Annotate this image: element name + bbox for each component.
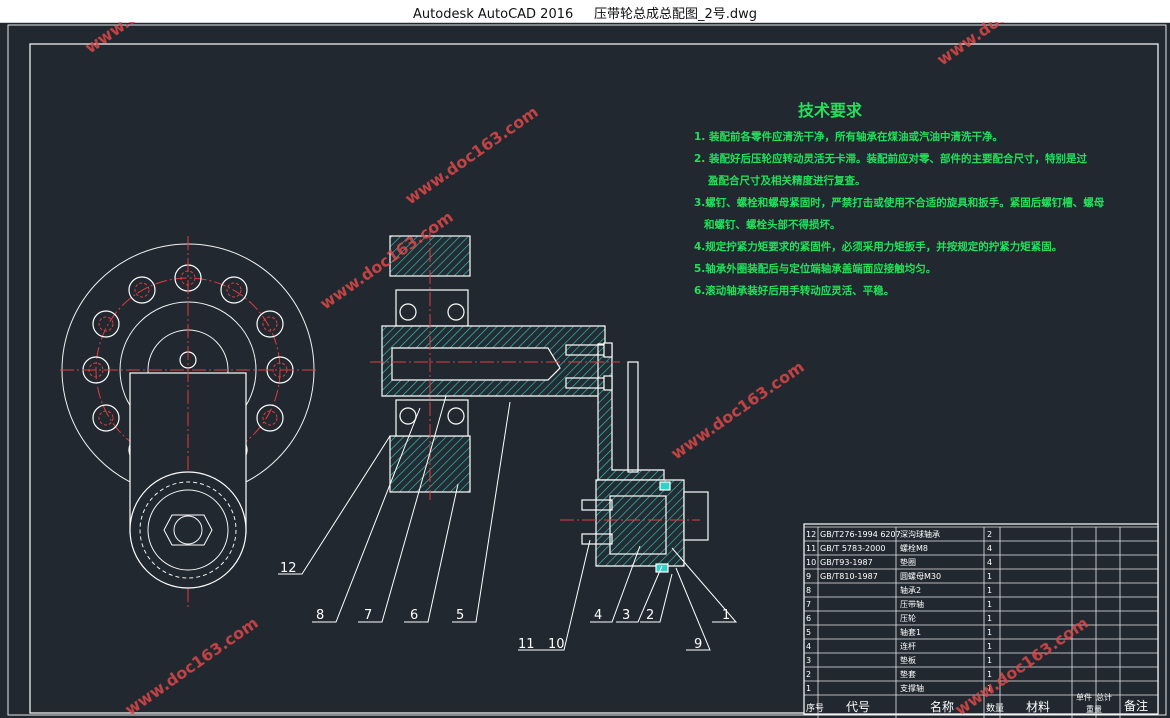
bom-header-total: 总计: [1096, 692, 1112, 702]
balloon-1: 1: [722, 608, 730, 623]
tech-title: 技术要求: [798, 101, 863, 120]
tech-line: 和螺钉、螺栓头部不得损坏。: [703, 218, 841, 231]
bom-cell-code: GB/T93-1987: [820, 558, 873, 567]
tech-line: 盈配合尺寸及相关精度进行复查。: [707, 174, 866, 187]
bom-cell-name: 圆螺母M30: [900, 571, 941, 581]
bom-cell-no: 5: [806, 628, 811, 637]
bom-cell-name: 深沟球轴承: [900, 529, 940, 539]
bom-cell-code: GB/T 5783-2000: [820, 544, 885, 553]
bom-cell-no: 4: [806, 642, 811, 651]
bom-cell-qty: 4: [987, 558, 992, 567]
balloon-11: 11: [518, 637, 535, 652]
balloon-7: 7: [364, 608, 372, 623]
bom-cell-name: 支撑轴: [900, 683, 924, 693]
balloon-4: 4: [594, 608, 602, 623]
bom-cell-name: 连杆: [900, 641, 916, 651]
bom-header-no: 序号: [806, 702, 824, 714]
watermark: www.doc163.com: [401, 102, 541, 208]
bom-header-remark: 备注: [1124, 698, 1148, 713]
bom-cell-name: 垫圈: [900, 557, 916, 567]
inner-frame: [29, 43, 1159, 714]
watermark: www.doc163.com: [81, 22, 221, 57]
bom-cell-no: 11: [806, 544, 816, 553]
bom-cell-no: 9: [806, 572, 811, 581]
watermark: www.doc163.com: [121, 613, 261, 718]
bom-header-unit: 单件: [1076, 692, 1092, 702]
bom-cell-code: GB/T276-1994 6207: [820, 530, 901, 539]
balloon-9: 9: [694, 637, 702, 652]
balloon-2: 2: [646, 608, 654, 623]
tech-line: 3.螺钉、螺栓和螺母紧固时，严禁打击或使用不合适的旋具和扳手。紧固后螺钉槽、螺母: [694, 196, 1105, 209]
bom-cell-name: 压轮: [900, 613, 916, 623]
tech-line: 6.滚动轴承装好后用手转动应灵活、平稳。: [694, 284, 894, 297]
bom-header-name: 名称: [930, 699, 954, 714]
bom-cell-no: 10: [806, 558, 816, 567]
bom-cell-no: 1: [806, 684, 811, 693]
outer-frame: [7, 24, 1167, 716]
balloon-5: 5: [456, 608, 464, 623]
bom-cell-no: 6: [806, 614, 811, 623]
bom-cell-name: 垫套: [900, 669, 916, 679]
watermark: www.doc163.com: [667, 357, 807, 463]
bom-header-weight: 重量: [1086, 704, 1102, 714]
leader-lines: [278, 395, 738, 651]
bom-cell-qty: 1: [987, 600, 992, 609]
tech-line: 2. 装配好后压轮应转动灵活无卡滞。装配前应对零、部件的主要配合尺寸，特别是过: [694, 152, 1087, 165]
part-balloons: 12 8 7 6 5 4 3 2 1 11 10 9: [280, 561, 730, 652]
balloon-10: 10: [548, 637, 565, 652]
bom-cell-no: 2: [806, 670, 811, 679]
bom-cell-qty: 1: [987, 572, 992, 581]
tech-line: 5.轴承外圈装配后与定位端轴承盖端面应接触均匀。: [694, 262, 936, 275]
bom-cell-qty: 1: [987, 642, 992, 651]
bom-header-material: 材料: [1026, 700, 1050, 714]
tech-line: 4.规定拧紧力矩要求的紧固件，必须采用力矩扳手，并按规定的拧紧力矩紧固。: [694, 240, 1062, 253]
tech-line: 1. 装配前各零件应清洗干净，所有轴承在煤油或汽油中清洗干净。: [694, 130, 1003, 143]
bom-cell-qty: 4: [987, 544, 992, 553]
watermark: www.doc163.com: [933, 22, 1073, 69]
window-title: Autodesk AutoCAD 2016 压带轮总成总配图_2号.dwg: [413, 7, 757, 22]
balloon-3: 3: [622, 608, 630, 623]
bom-cell-name: 垫板: [900, 655, 916, 665]
balloon-6: 6: [410, 608, 418, 623]
bom-cell-no: 3: [806, 656, 811, 665]
bom-cell-qty: 1: [987, 670, 992, 679]
section-view: [370, 226, 709, 573]
bom-header-code: 代号: [846, 700, 870, 714]
bom-cell-name: 轴承2: [900, 585, 921, 595]
bom-cell-qty: 2: [987, 530, 992, 539]
bom-cell-qty: 1: [987, 684, 992, 693]
bom-cell-qty: 1: [987, 614, 992, 623]
technical-requirements: 技术要求 1. 装配前各零件应清洗干净，所有轴承在煤油或汽油中清洗干净。 2. …: [694, 101, 1105, 297]
drawing-canvas[interactable]: 12 8 7 6 5 4 3 2 1 11 10 9 技术要求 1. 装配前各零…: [0, 22, 1170, 718]
bom-header-qty: 数量: [986, 702, 1004, 714]
bom-cell-no: 8: [806, 586, 811, 595]
bom-cell-qty: 1: [987, 628, 992, 637]
side-view: [60, 236, 316, 610]
bom-cell-name: 螺栓M8: [900, 543, 928, 553]
bom-cell-name: 轴套1: [900, 627, 921, 637]
bom-cell-code: GB/T810-1987: [820, 572, 878, 581]
balloon-8: 8: [316, 608, 324, 623]
bom-cell-qty: 1: [987, 586, 992, 595]
bom-cell-qty: 1: [987, 656, 992, 665]
title-bar: Autodesk AutoCAD 2016 压带轮总成总配图_2号.dwg: [0, 0, 1170, 23]
balloon-12: 12: [280, 561, 297, 576]
bom-cell-no: 12: [806, 530, 816, 539]
bom-cell-no: 7: [806, 600, 811, 609]
bom-cell-name: 压带轴: [900, 599, 924, 609]
